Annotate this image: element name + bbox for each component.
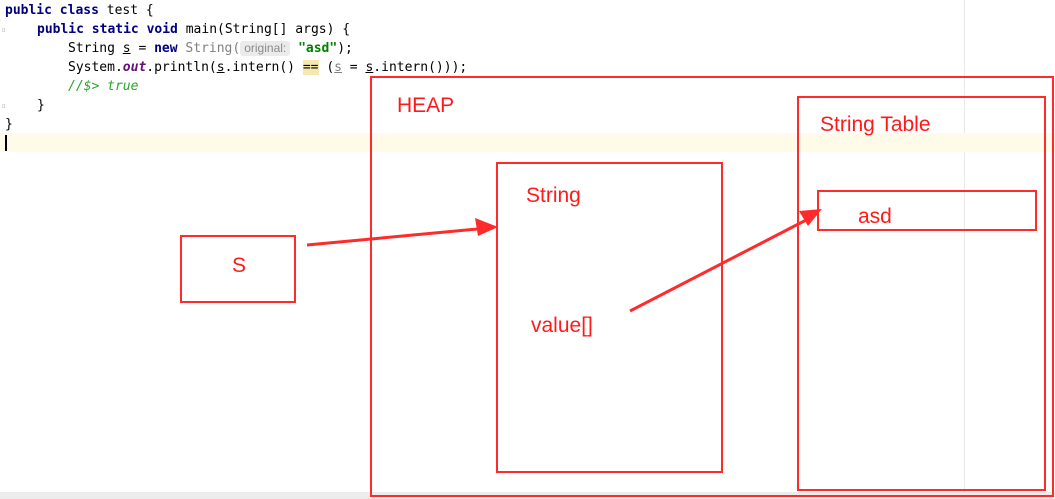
text-caret (5, 135, 7, 151)
current-line-highlight (0, 133, 1055, 152)
variable-s: s (122, 41, 131, 56)
code-line-7[interactable]: } (5, 115, 13, 134)
value-array-label: value[] (531, 314, 593, 337)
code-text: main(String[] args) { (177, 22, 351, 37)
code-line-4[interactable]: System.out.println(s.intern() == (s = s.… (68, 58, 467, 77)
static-field: out (122, 60, 147, 75)
closing-brace: } (5, 117, 13, 132)
closing-brace: } (37, 98, 45, 113)
heap-box (370, 76, 1054, 497)
keyword: new (154, 41, 178, 56)
arrow-head (475, 218, 498, 236)
code-text: String (68, 41, 123, 56)
code-text: .intern() (224, 60, 303, 75)
code-text: = (130, 41, 155, 56)
comment: //$> true (68, 79, 139, 94)
code-text: System. (68, 60, 123, 75)
right-margin-guide (964, 0, 965, 499)
code-text: ( (318, 60, 335, 75)
string-literal: "asd" (298, 41, 338, 56)
fold-icon[interactable]: ▫ (1, 101, 6, 110)
code-line-3[interactable]: String s = new String(original: "asd"); (68, 39, 353, 58)
heap-label: HEAP (397, 94, 455, 117)
variable-s: s (216, 60, 225, 75)
arrow-s-to-string (306, 226, 489, 247)
code-text: test { (98, 3, 154, 18)
variable-s-box (180, 235, 296, 303)
arrow-head (799, 209, 822, 226)
fold-icon[interactable]: ▫ (1, 25, 6, 34)
code-text: .intern())); (373, 60, 468, 75)
keyword: public class (5, 3, 99, 18)
string-object-label: String (526, 184, 581, 207)
variable-s: s (365, 60, 374, 75)
code-line-2[interactable]: public static void main(String[] args) { (37, 20, 350, 39)
code-text: .println( (146, 60, 217, 75)
variable-s-label: S (232, 254, 247, 277)
string-table-box (797, 96, 1046, 491)
parameter-hint: original: (240, 41, 291, 56)
equality-operator: == (302, 60, 319, 75)
string-object-box (496, 162, 723, 473)
code-text: = (341, 60, 366, 75)
code-text: String( (177, 41, 241, 56)
keyword: public static void (37, 22, 178, 37)
variable-s: s (334, 60, 342, 75)
code-text: ); (337, 41, 353, 56)
arrow-value-to-asd (629, 216, 811, 313)
code-line-1[interactable]: public class test { (5, 1, 154, 20)
string-table-entry-label: asd (858, 205, 892, 228)
string-table-label: String Table (820, 113, 931, 136)
code-line-6[interactable]: } (37, 96, 45, 115)
code-line-5[interactable]: //$> true (68, 77, 138, 96)
